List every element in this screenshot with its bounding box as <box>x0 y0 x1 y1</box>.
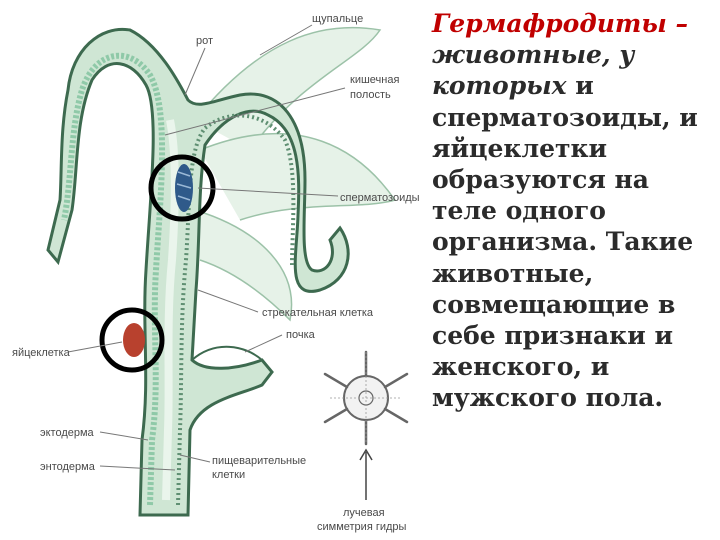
tentacle-back <box>194 209 293 322</box>
label-digestive-1: пищеварительные <box>212 455 306 467</box>
definition-italic: животные, у которых <box>432 40 644 101</box>
bud <box>191 345 263 361</box>
label-ectoderm: эктодерма <box>40 427 95 439</box>
pointer-tentacle <box>259 24 313 56</box>
pointer-gut <box>164 87 346 136</box>
sperm-dots <box>176 171 192 201</box>
label-bud: почка <box>286 329 316 341</box>
egg-highlight-circle <box>99 307 165 373</box>
pointer-bud <box>244 334 283 353</box>
pointer-mouth <box>184 47 206 96</box>
label-tentacle: щупальце <box>312 13 363 25</box>
radial-symmetry-icon <box>323 350 409 446</box>
label-egg: яйцеклетка <box>12 347 71 359</box>
label-gut-cavity-2: полость <box>350 89 391 101</box>
pointer-endoderm <box>99 465 176 471</box>
label-gut-cavity-1: кишечная <box>350 74 399 86</box>
label-digestive-2: клетки <box>212 469 245 481</box>
egg-cell <box>123 323 145 357</box>
pointer-egg <box>67 341 123 353</box>
pointer-digestive <box>179 454 211 463</box>
label-radial-1: лучевая <box>343 507 385 519</box>
hydra-diagram: рот щупальце кишечная полость сперматозо… <box>12 13 420 533</box>
pointer-stinging <box>197 289 259 313</box>
term-dash: – <box>666 9 697 38</box>
radial-arrow <box>359 448 373 500</box>
tentacle-back <box>194 26 382 151</box>
hydra-body <box>46 27 350 517</box>
pointer-sperm <box>197 187 339 197</box>
pointer-ectoderm <box>99 431 149 441</box>
label-stinging-cell: стрекательная клетка <box>262 307 374 319</box>
label-mouth: рот <box>196 35 213 47</box>
label-endoderm: энтодерма <box>40 461 96 473</box>
label-radial-2: симметрия гидры <box>317 521 407 533</box>
label-sperm: сперматозоиды <box>340 192 420 204</box>
term-hermaphrodites: Гермафродиты <box>432 9 667 38</box>
definition-body: и сперматозоиды, и яйцеклетки образуются… <box>432 71 707 413</box>
definition-text: Гермафродиты – животные, у которых и спе… <box>432 8 716 414</box>
sperm-highlight-circle <box>148 154 216 222</box>
